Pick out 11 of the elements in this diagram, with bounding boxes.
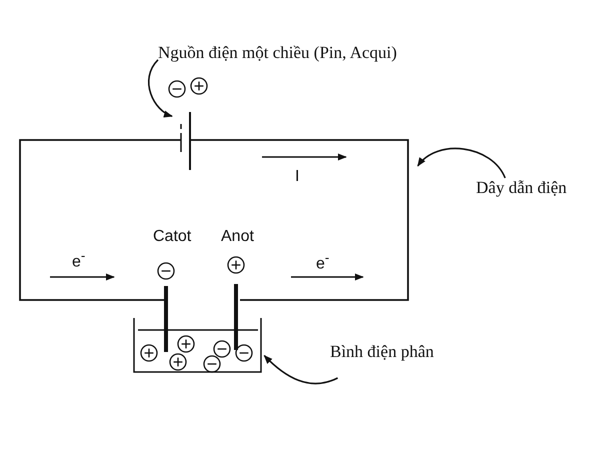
callout-label: Nguồn điện một chiều (Pin, Acqui)	[158, 43, 397, 62]
electron-label: e$^{-}$	[72, 248, 86, 272]
leader-arrow	[148, 59, 173, 117]
leader-arrow	[264, 354, 338, 384]
electron-label: e$^{-}$	[316, 250, 330, 274]
current-label: I	[295, 168, 300, 186]
electrode-label: Catot	[153, 228, 192, 246]
leader-arrow	[417, 148, 506, 178]
callout-label: Bình điện phân	[330, 342, 434, 361]
electrode-label: Anot	[221, 228, 254, 246]
callout-label: Dây dẫn điện	[476, 178, 567, 197]
